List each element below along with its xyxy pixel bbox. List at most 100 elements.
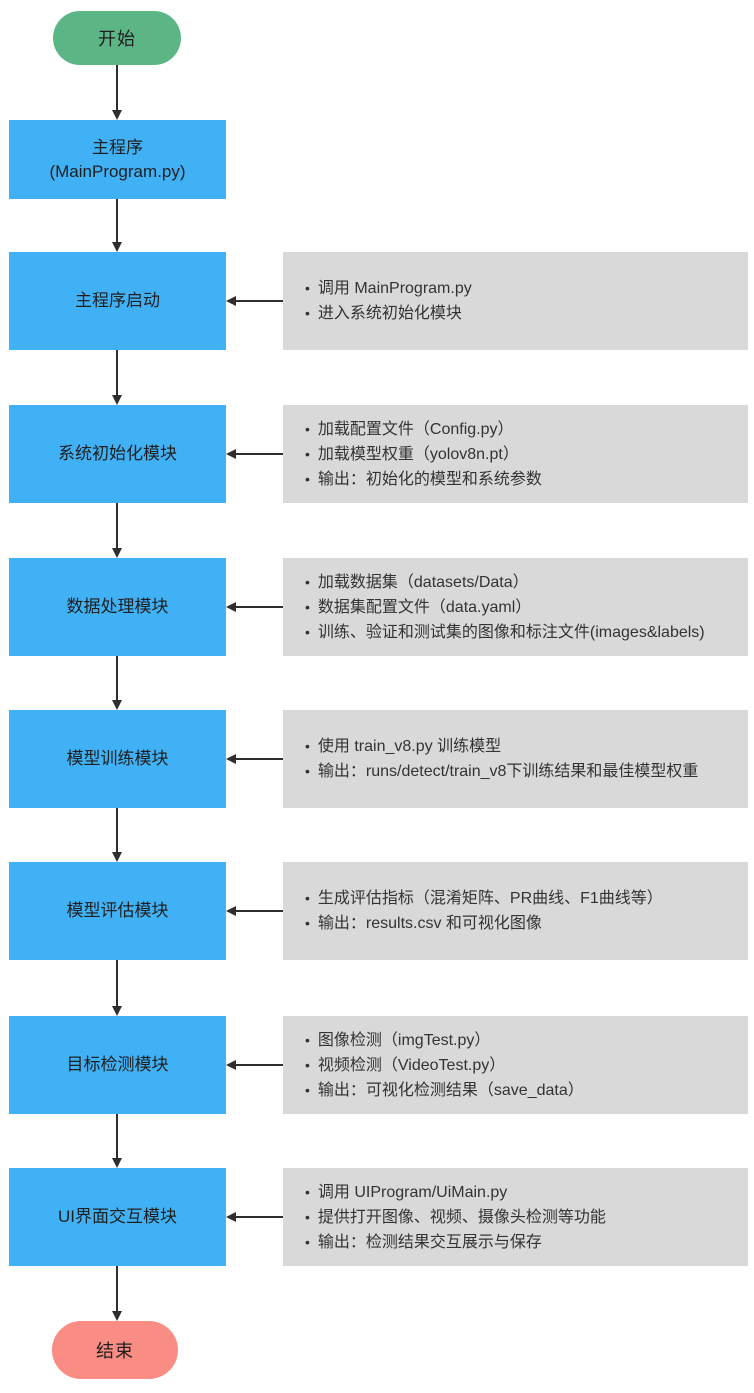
note-list: 调用 UIProgram/UiMain.py 提供打开图像、视频、摄像头检测等功… — [305, 1180, 740, 1255]
start-node-label: 开始 — [98, 29, 136, 49]
process-box-data-processing: 数据处理模块 — [9, 558, 226, 656]
note-item: 训练、验证和测试集的图像和标注文件(images&labels) — [305, 620, 740, 645]
note-box-object-detection: 图像检测（imgTest.py） 视频检测（VideoTest.py） 输出：可… — [283, 1016, 748, 1114]
arrow-left-icon — [226, 1059, 283, 1071]
arrow-line — [236, 1216, 283, 1218]
process-box-main-program: 主程序 (MainProgram.py) — [9, 120, 226, 199]
arrow-down-icon — [111, 350, 123, 405]
arrow-head-icon — [226, 906, 236, 916]
arrow-line — [116, 1114, 118, 1158]
arrow-down-icon — [111, 65, 123, 120]
arrow-down-icon — [111, 1266, 123, 1321]
process-label: UI界面交互模块 — [58, 1207, 177, 1226]
arrow-line — [236, 606, 283, 608]
note-list: 使用 train_v8.py 训练模型 输出：runs/detect/train… — [305, 734, 740, 784]
arrow-head-icon — [112, 242, 122, 252]
process-label: 系统初始化模块 — [58, 444, 177, 463]
note-item: 加载模型权重（yolov8n.pt） — [305, 442, 740, 467]
process-box-program-start: 主程序启动 — [9, 252, 226, 350]
arrow-line — [116, 808, 118, 852]
arrow-left-icon — [226, 448, 283, 460]
note-list: 生成评估指标（混淆矩阵、PR曲线、F1曲线等） 输出：results.csv 和… — [305, 886, 740, 936]
note-item: 输出：可视化检测结果（save_data） — [305, 1078, 740, 1103]
note-item: 图像检测（imgTest.py） — [305, 1028, 740, 1053]
arrow-head-icon — [112, 1311, 122, 1321]
arrow-line — [116, 656, 118, 700]
process-label: 数据处理模块 — [66, 597, 169, 616]
arrow-line — [116, 350, 118, 395]
arrow-left-icon — [226, 295, 283, 307]
note-item: 输出：runs/detect/train_v8下训练结果和最佳模型权重 — [305, 759, 740, 784]
arrow-head-icon — [112, 700, 122, 710]
process-label: 模型评估模块 — [66, 901, 169, 920]
note-item: 生成评估指标（混淆矩阵、PR曲线、F1曲线等） — [305, 886, 740, 911]
arrow-line — [116, 1266, 118, 1311]
process-box-model-training: 模型训练模块 — [9, 710, 226, 808]
note-box-data-processing: 加载数据集（datasets/Data） 数据集配置文件（data.yaml） … — [283, 558, 748, 656]
arrow-head-icon — [112, 110, 122, 120]
end-node-label: 结束 — [96, 1341, 134, 1361]
arrow-line — [236, 758, 283, 760]
arrow-head-icon — [112, 548, 122, 558]
arrow-line — [116, 503, 118, 548]
start-node: 开始 — [53, 11, 181, 65]
arrow-head-icon — [226, 449, 236, 459]
note-list: 图像检测（imgTest.py） 视频检测（VideoTest.py） 输出：可… — [305, 1028, 740, 1103]
arrow-line — [116, 199, 118, 242]
note-item: 视频检测（VideoTest.py） — [305, 1053, 740, 1078]
arrow-head-icon — [112, 852, 122, 862]
note-box-model-training: 使用 train_v8.py 训练模型 输出：runs/detect/train… — [283, 710, 748, 808]
arrow-line — [236, 910, 283, 912]
arrow-down-icon — [111, 1114, 123, 1168]
note-item: 使用 train_v8.py 训练模型 — [305, 734, 740, 759]
note-item: 进入系统初始化模块 — [305, 301, 740, 326]
arrow-head-icon — [112, 395, 122, 405]
note-item: 输出：初始化的模型和系统参数 — [305, 467, 740, 492]
note-box-program-start: 调用 MainProgram.py 进入系统初始化模块 — [283, 252, 748, 350]
arrow-line — [116, 65, 118, 110]
process-box-object-detection: 目标检测模块 — [9, 1016, 226, 1114]
note-item: 调用 MainProgram.py — [305, 276, 740, 301]
process-box-ui-interaction: UI界面交互模块 — [9, 1168, 226, 1266]
note-item: 数据集配置文件（data.yaml） — [305, 595, 740, 620]
note-box-ui-interaction: 调用 UIProgram/UiMain.py 提供打开图像、视频、摄像头检测等功… — [283, 1168, 748, 1266]
note-list: 加载数据集（datasets/Data） 数据集配置文件（data.yaml） … — [305, 570, 740, 645]
arrow-down-icon — [111, 808, 123, 862]
arrow-down-icon — [111, 960, 123, 1016]
arrow-head-icon — [226, 602, 236, 612]
arrow-left-icon — [226, 753, 283, 765]
note-item: 输出：检测结果交互展示与保存 — [305, 1230, 740, 1255]
arrow-left-icon — [226, 905, 283, 917]
arrow-line — [236, 453, 283, 455]
arrow-down-icon — [111, 503, 123, 558]
arrow-line — [116, 960, 118, 1006]
process-box-system-init: 系统初始化模块 — [9, 405, 226, 503]
note-item: 加载配置文件（Config.py） — [305, 417, 740, 442]
arrow-head-icon — [226, 754, 236, 764]
arrow-left-icon — [226, 1211, 283, 1223]
arrow-head-icon — [112, 1006, 122, 1016]
note-item: 提供打开图像、视频、摄像头检测等功能 — [305, 1205, 740, 1230]
note-list: 调用 MainProgram.py 进入系统初始化模块 — [305, 276, 740, 326]
arrow-left-icon — [226, 601, 283, 613]
note-item: 调用 UIProgram/UiMain.py — [305, 1180, 740, 1205]
arrow-head-icon — [226, 296, 236, 306]
note-list: 加载配置文件（Config.py） 加载模型权重（yolov8n.pt） 输出：… — [305, 417, 740, 492]
process-label: 目标检测模块 — [66, 1055, 169, 1074]
arrow-down-icon — [111, 199, 123, 252]
arrow-head-icon — [112, 1158, 122, 1168]
arrow-down-icon — [111, 656, 123, 710]
process-label: 模型训练模块 — [66, 749, 169, 768]
arrow-line — [236, 1064, 283, 1066]
note-item: 输出：results.csv 和可视化图像 — [305, 911, 740, 936]
arrow-head-icon — [226, 1060, 236, 1070]
process-label: 主程序 (MainProgram.py) — [49, 137, 186, 181]
arrow-head-icon — [226, 1212, 236, 1222]
note-item: 加载数据集（datasets/Data） — [305, 570, 740, 595]
note-box-model-evaluation: 生成评估指标（混淆矩阵、PR曲线、F1曲线等） 输出：results.csv 和… — [283, 862, 748, 960]
arrow-line — [236, 300, 283, 302]
process-box-model-evaluation: 模型评估模块 — [9, 862, 226, 960]
end-node: 结束 — [52, 1321, 178, 1379]
process-label: 主程序启动 — [75, 291, 160, 310]
